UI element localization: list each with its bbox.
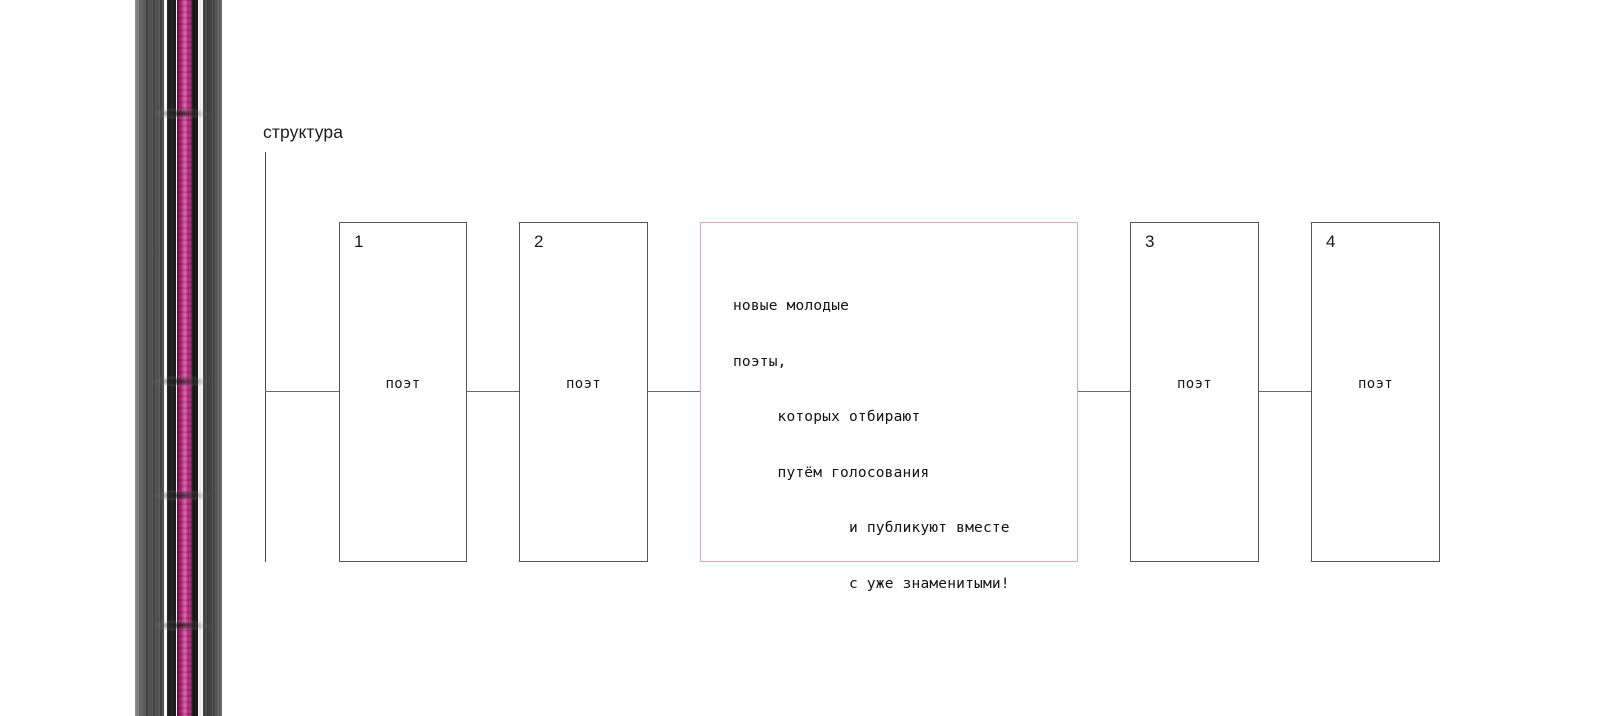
node-box-2[interactable]: 2 поэт <box>519 222 648 562</box>
film-pink-stripe <box>181 0 189 716</box>
highlight-text-bottom: и публикуют вместе с уже знаменитыми! <box>849 485 1010 628</box>
film-scratch-mark <box>153 490 209 501</box>
film-gap-c <box>198 0 204 716</box>
highlight-line-6: с уже знаменитыми! <box>849 575 1010 592</box>
node-box-3[interactable]: 3 поэт <box>1130 222 1259 562</box>
film-dark-band <box>167 0 176 716</box>
highlight-line-4: путём голосования <box>777 464 930 481</box>
highlight-text-top: новые молодые поэты, которых отбирают пу… <box>733 263 929 517</box>
node-number-2: 2 <box>534 232 544 251</box>
connector-node-1-to-node-2 <box>466 391 520 392</box>
film-strip-image <box>135 0 222 716</box>
film-vignette <box>135 0 222 716</box>
connector-node-3-to-node-4 <box>1259 391 1312 392</box>
node-number-3: 3 <box>1145 232 1155 251</box>
connector-axis-to-node-1 <box>265 391 340 392</box>
node-role-1: поэт <box>385 376 421 392</box>
connector-highlight-to-node-3 <box>1077 391 1131 392</box>
node-number-4: 4 <box>1326 232 1336 251</box>
film-scratch-mark <box>153 620 209 631</box>
film-gap-a <box>164 0 168 716</box>
node-box-1[interactable]: 1 поэт <box>339 222 467 562</box>
highlight-line-3: которых отбирают <box>777 409 921 425</box>
axis-label: структура <box>263 122 344 142</box>
axis-vertical-line <box>265 152 266 562</box>
film-grain-right <box>203 0 222 716</box>
film-dark-rail <box>192 0 199 716</box>
film-grain-left <box>135 0 165 716</box>
highlight-line-2: поэты, <box>733 353 787 370</box>
highlight-line-1: новые молодые <box>733 298 850 314</box>
film-scratch-mark <box>153 108 209 119</box>
node-box-4[interactable]: 4 поэт <box>1311 222 1440 562</box>
film-scratch-mark <box>153 376 209 387</box>
node-number-1: 1 <box>354 232 364 251</box>
highlight-line-5: и публикуют вместе <box>849 520 1010 536</box>
highlight-box[interactable]: новые молодые поэты, которых отбирают пу… <box>700 222 1078 592</box>
node-role-2: поэт <box>566 376 601 392</box>
connector-node-2-to-highlight <box>648 391 701 392</box>
node-role-4: поэт <box>1358 376 1393 392</box>
node-role-3: поэт <box>1177 376 1212 392</box>
film-pink-texture <box>177 0 193 716</box>
